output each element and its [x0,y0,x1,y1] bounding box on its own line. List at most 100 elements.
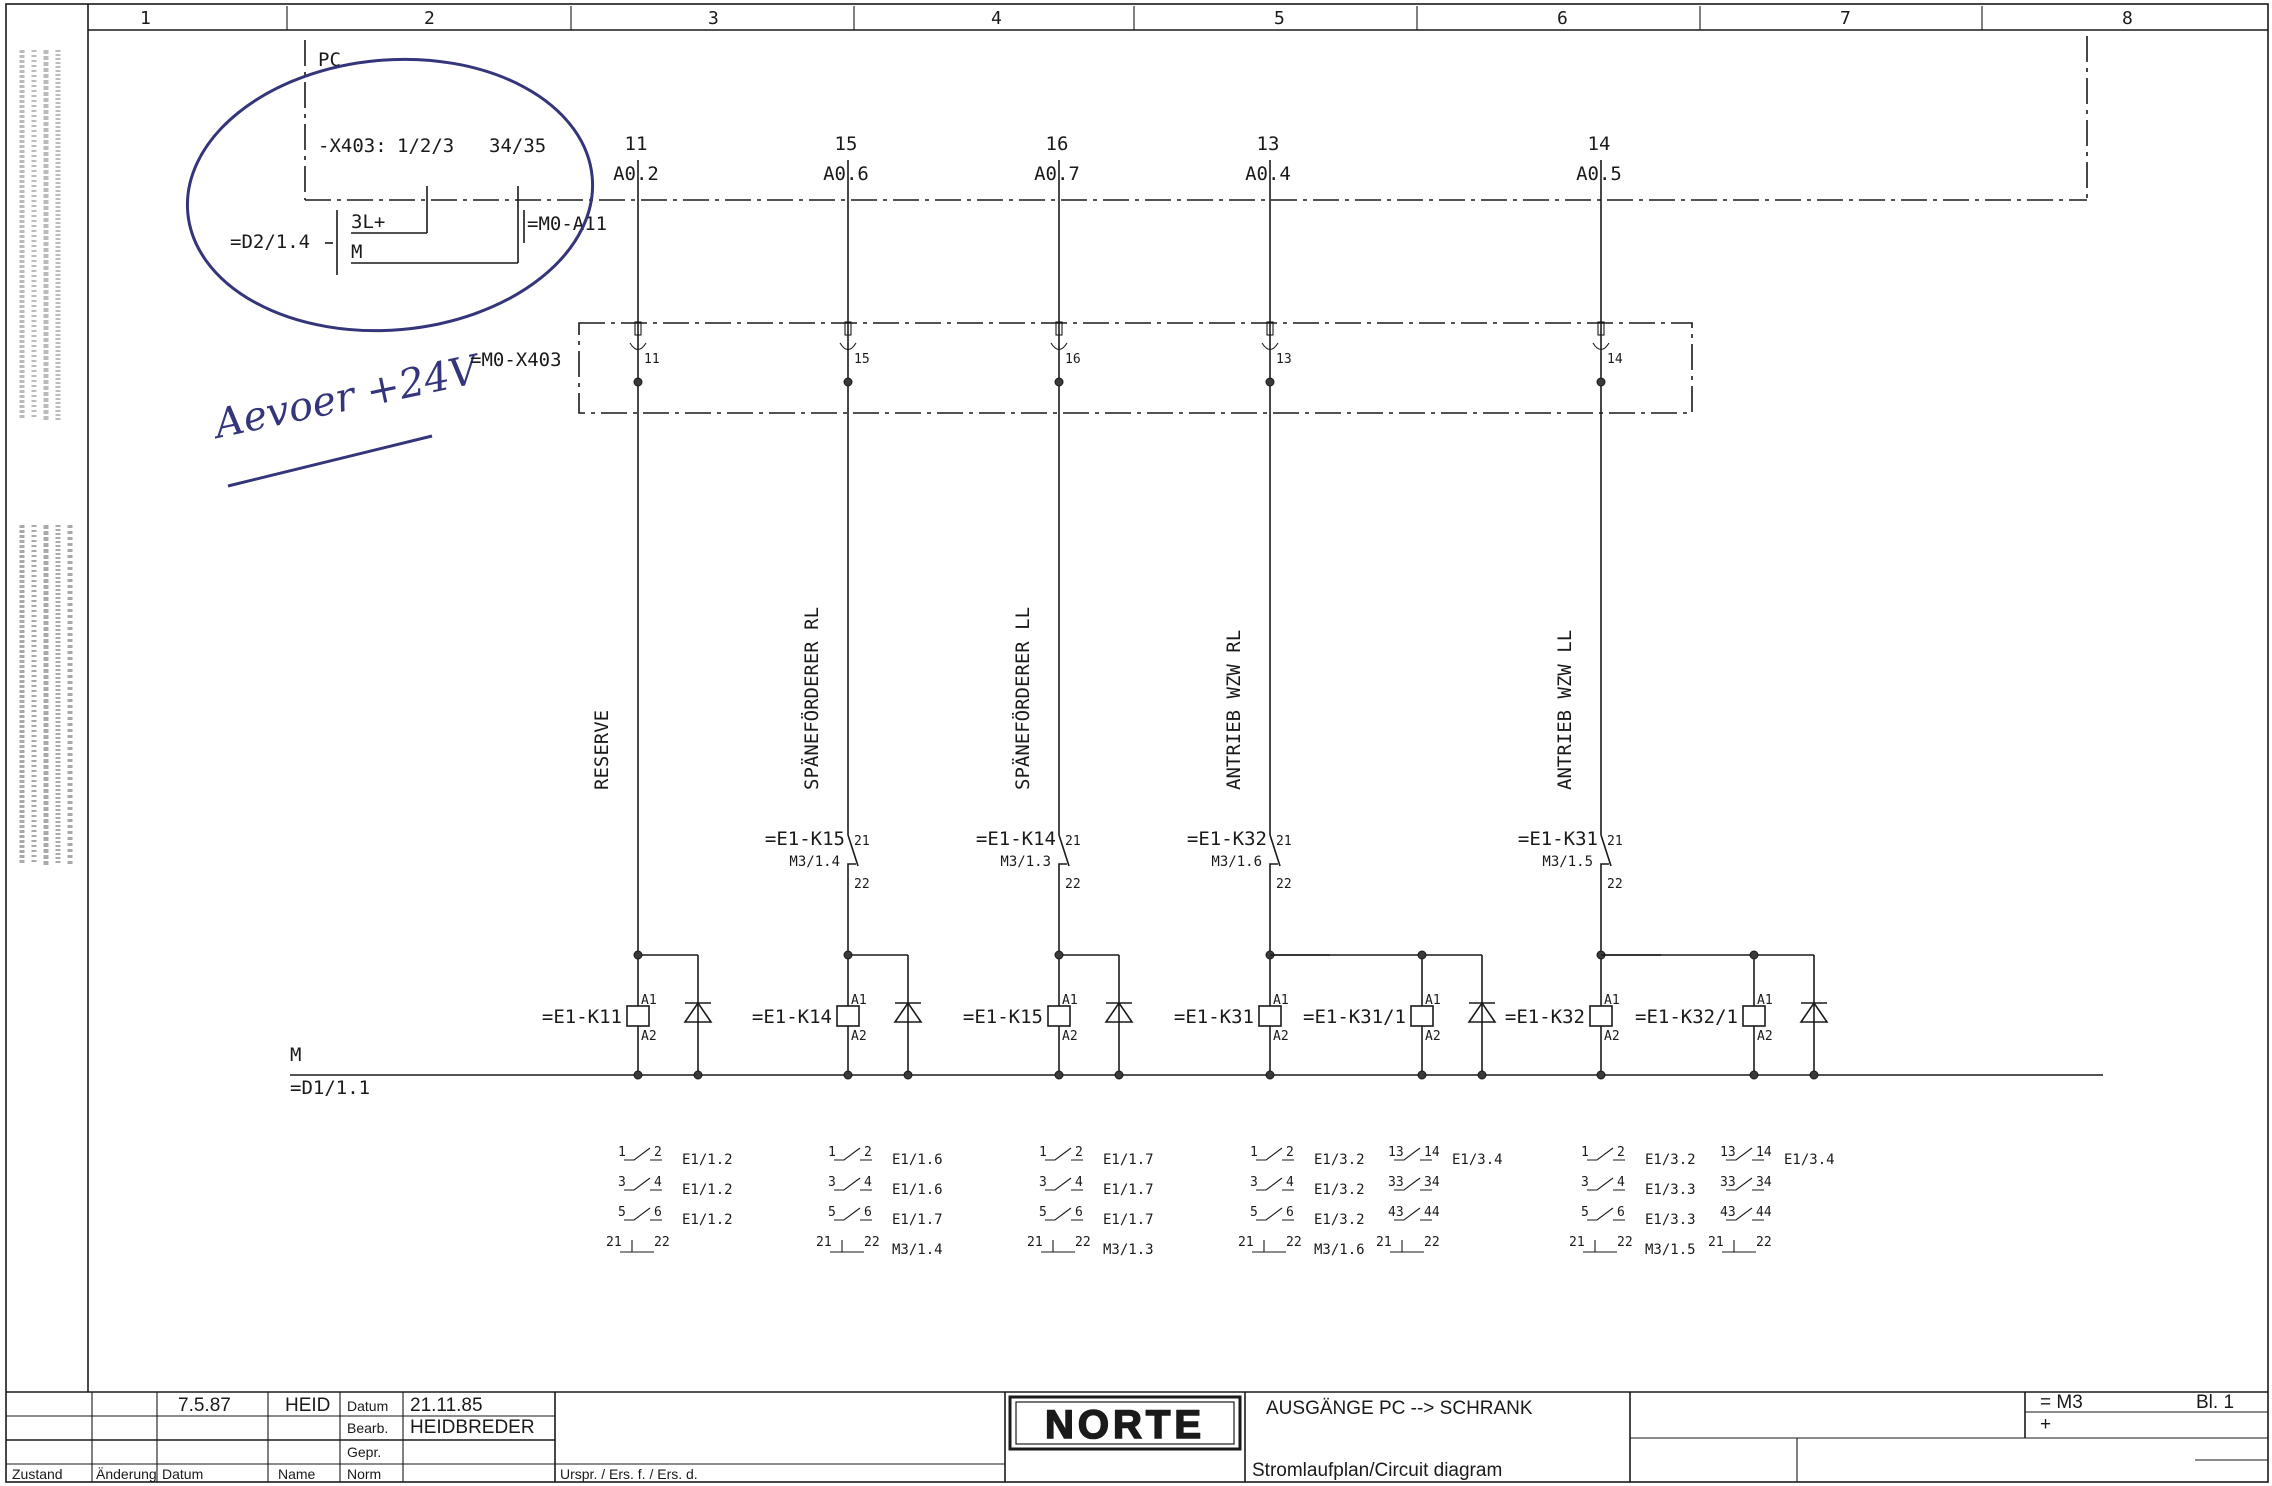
output-1-terminal-pin: 11 [644,352,660,367]
aux-1-coil-label: =E1-K31/1 [1303,1006,1406,1028]
output-2-terminal-pin: 15 [854,352,870,367]
output-2-coil-symbol [836,1005,860,1027]
output-4-contact-2-ref: E1/3.2 [1314,1212,1365,1228]
output-3-interlock-pin-out: 22 [1065,877,1081,892]
output-2-contact-3-symbol [830,1240,864,1253]
output-2-contact-1-ref: E1/1.6 [892,1182,943,1198]
output-1-contact-0-symbol [624,1147,662,1161]
supply-negative-label: M [351,241,362,263]
aux-2-junction-top [1749,950,1759,960]
aux-2-diode-rail-dot [1809,1070,1819,1080]
sheet-code: = M3 [2040,1392,2083,1413]
aux-2-contact-3-out: 22 [1756,1235,1772,1250]
output-2-contact-2-out: 6 [864,1205,872,1220]
aux-1-diode-symbol [1467,1001,1497,1023]
output-3-contact-1-symbol [1045,1177,1083,1191]
output-1-contact-2-in: 5 [618,1205,626,1220]
output-4-contact-3-in: 21 [1238,1235,1254,1250]
output-3-diode-symbol [1104,1001,1134,1023]
output-3-terminal-symbol [1050,342,1068,351]
output-4-terminal-pin: 13 [1276,352,1292,367]
aux-2-contact-3-symbol [1722,1240,1756,1253]
output-4-terminal-symbol [1261,342,1279,351]
output-2-contact-2-ref: E1/1.7 [892,1212,943,1228]
output-3-terminal-dot [1054,377,1064,387]
output-1-terminal-symbol [629,342,647,351]
output-3-contact-2-out: 6 [1075,1205,1083,1220]
output-5-contact-3-ref: M3/1.5 [1645,1242,1696,1258]
output-1-pin-a1: A1 [641,993,657,1008]
output-3-contact-3-in: 21 [1027,1235,1043,1250]
output-4-plc-address: A0.4 [1245,163,1291,185]
aux-2-pin-a2: A2 [1757,1029,1773,1044]
output-3-pin-a1: A1 [1062,993,1078,1008]
aux-2-contact-1-in: 33 [1720,1175,1736,1190]
drawing-date: 21.11.85 [410,1395,483,1416]
output-3-function-label: SPÄNEFÖRDERER LL [1011,607,1034,790]
output-3-coil-symbol [1047,1005,1071,1027]
margin-copyright-notice [19,50,73,865]
output-1-contact-0-in: 1 [618,1145,626,1160]
output-2-contact-3-out: 22 [864,1235,880,1250]
output-3-interlock-page: M3/1.3 [1000,854,1051,870]
output-5-interlock-contact [1600,834,1612,875]
output-1-contact-2-ref: E1/1.2 [682,1212,733,1228]
output-5-contact-2-out: 6 [1617,1205,1625,1220]
logo-text: NORTE [1045,1403,1205,1447]
output-4-terminal-marker [1266,321,1274,336]
output-4-coil-label: =E1-K31 [1174,1006,1254,1028]
output-1-contact-2-symbol [624,1207,662,1221]
output-4-pin-a2: A2 [1273,1029,1289,1044]
output-5-junction-rail [1596,1070,1606,1080]
col-aenderung: Änderung [96,1466,157,1482]
output-2-interlock-pin-in: 21 [854,834,870,849]
aux-1-contact-3-out: 22 [1424,1235,1440,1250]
output-3-pin-a2: A2 [1062,1029,1078,1044]
plc-connector-label: -X403: [318,135,387,157]
output-5-terminal-number: 14 [1588,133,1611,155]
output-1-pin-a2: A2 [641,1029,657,1044]
output-2-junction-top [843,950,853,960]
output-3-contact-3-out: 22 [1075,1235,1091,1250]
output-4-interlock-contact [1269,834,1281,875]
aux-2-pin-a1: A1 [1757,993,1773,1008]
origin-note: Urspr. / Ers. f. / Ers. d. [560,1466,698,1482]
terminal-block-x403 [578,322,1693,414]
aux-2-junction-rail [1749,1070,1759,1080]
output-2-terminal-number: 15 [835,133,858,155]
output-5-contact-0-out: 2 [1617,1145,1625,1160]
aux-2-contact-1-symbol [1726,1177,1764,1191]
output-4-contact-3-symbol [1252,1240,1286,1253]
norm-label: Norm [347,1466,381,1482]
aux-1-contact-1-symbol [1394,1177,1432,1191]
output-4-contact-1-in: 3 [1250,1175,1258,1190]
output-1-coil-label: =E1-K11 [542,1006,622,1028]
column-number-6: 6 [1557,8,1568,29]
output-5-contact-1-ref: E1/3.3 [1645,1182,1696,1198]
output-1-contact-1-symbol [624,1177,662,1191]
output-5-terminal-pin: 14 [1607,352,1623,367]
output-2-contact-0-in: 1 [828,1145,836,1160]
output-1-plc-address: A0.2 [613,163,659,185]
output-4-contact-1-symbol [1256,1177,1294,1191]
output-2-contact-2-symbol [834,1207,872,1221]
output-1-contact-3-symbol [620,1240,654,1253]
output-1-contact-2-out: 6 [654,1205,662,1220]
output-5-interlock-pin-out: 22 [1607,877,1623,892]
output-4-contact-1-out: 4 [1286,1175,1294,1190]
output-3-terminal-marker [1055,321,1063,336]
output-4-contact-0-in: 1 [1250,1145,1258,1160]
aux-1-junction-rail [1417,1070,1427,1080]
output-3-contact-0-symbol [1045,1147,1083,1161]
output-3-interlock-contact [1058,834,1070,875]
output-3-coil-label: =E1-K15 [963,1006,1043,1028]
aux-1-coil-symbol [1410,1005,1434,1027]
output-2-pin-a2: A2 [851,1029,867,1044]
output-2-diode-symbol [893,1001,923,1023]
plc-terminals-supply: 1/2/3 [397,135,454,157]
output-3-contact-2-symbol [1045,1207,1083,1221]
